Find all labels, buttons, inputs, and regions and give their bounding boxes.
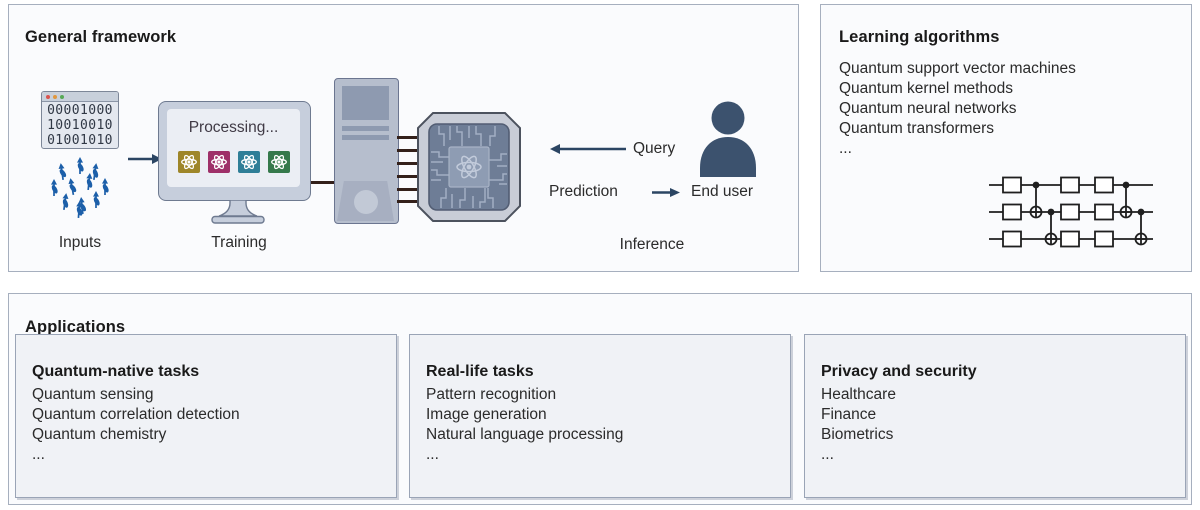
window-dot-orange-icon	[53, 94, 57, 99]
arrow-right-icon	[128, 154, 162, 164]
quantum-chip-icon	[417, 112, 521, 222]
list-item: Quantum sensing	[32, 386, 154, 403]
atom-icon	[207, 151, 230, 173]
processing-text: Processing...	[188, 119, 279, 136]
privacy-security-box: Privacy and security Healthcare Finance …	[804, 334, 1186, 498]
general-framework-panel: General framework 00001000 10010010 0100…	[8, 4, 799, 272]
inference-label: Inference	[619, 236, 685, 253]
box-list: Quantum sensing Quantum correlation dete…	[32, 385, 240, 465]
list-item: Quantum kernel methods	[839, 80, 1014, 97]
real-life-tasks-box: Real-life tasks Pattern recognition Imag…	[409, 334, 791, 498]
list-item: Quantum chemistry	[32, 426, 167, 443]
binary-line: 10010010	[47, 118, 113, 133]
algorithms-list: Quantum support vector machines Quantum …	[839, 59, 1076, 159]
general-framework-title: General framework	[25, 27, 177, 46]
binary-text: 00001000 10010010 01001010	[42, 102, 118, 148]
list-item: Quantum neural networks	[839, 100, 1017, 117]
tower-slot	[342, 135, 389, 140]
tower-power-button	[354, 190, 378, 214]
query-label: Query	[633, 140, 676, 157]
end-user-label: End user	[691, 183, 754, 200]
computer-tower	[334, 78, 399, 224]
list-item: Biometrics	[821, 426, 894, 443]
list-item: Quantum transformers	[839, 120, 995, 137]
binary-data-window: 00001000 10010010 01001010	[41, 91, 119, 149]
list-item: Pattern recognition	[426, 386, 557, 403]
window-dot-green-icon	[60, 94, 64, 99]
list-item: ...	[426, 446, 439, 463]
box-list: Pattern recognition Image generation Nat…	[426, 385, 623, 465]
training-label: Training	[211, 234, 267, 251]
arrow-right-icon	[652, 188, 680, 197]
cable	[311, 181, 335, 184]
list-item: Image generation	[426, 406, 547, 423]
atom-icon	[177, 151, 200, 173]
tower-slot	[342, 126, 389, 131]
quantum-circuit-icon	[989, 176, 1153, 248]
list-item: Quantum correlation detection	[32, 406, 240, 423]
list-item: ...	[32, 446, 45, 463]
spin-particles-icon	[49, 157, 110, 219]
list-item: ...	[821, 446, 834, 463]
atom-icon-row	[167, 151, 300, 173]
list-item: Healthcare	[821, 386, 896, 403]
tower-vent-panel	[342, 86, 389, 120]
arrow-left-icon	[550, 144, 626, 154]
box-title: Real-life tasks	[426, 363, 534, 380]
monitor: Processing...	[158, 101, 311, 201]
window-titlebar	[42, 92, 118, 102]
list-item: ...	[839, 140, 852, 157]
binary-line: 00001000	[47, 103, 113, 118]
monitor-stand	[211, 200, 265, 224]
learning-algorithms-title: Learning algorithms	[839, 27, 1000, 46]
person-icon	[700, 101, 756, 177]
list-item: Finance	[821, 406, 877, 423]
atom-icon	[267, 151, 290, 173]
monitor-screen: Processing...	[167, 109, 300, 187]
inputs-label: Inputs	[58, 234, 102, 251]
list-item: Quantum support vector machines	[839, 60, 1076, 77]
prediction-label: Prediction	[549, 183, 618, 200]
atom-icon	[237, 151, 260, 173]
list-item: Natural language processing	[426, 426, 624, 443]
quantum-native-tasks-box: Quantum-native tasks Quantum sensing Qua…	[15, 334, 397, 498]
box-title: Quantum-native tasks	[32, 363, 200, 380]
learning-algorithms-panel: Learning algorithms Quantum support vect…	[820, 4, 1192, 272]
tower-base-panel	[337, 181, 394, 221]
binary-line: 01001010	[47, 133, 113, 148]
box-title: Privacy and security	[821, 363, 977, 380]
window-dot-red-icon	[46, 94, 50, 99]
box-list: Healthcare Finance Biometrics ...	[821, 385, 896, 465]
applications-panel: Applications Quantum-native tasks Quantu…	[8, 293, 1192, 505]
applications-title: Applications	[25, 317, 126, 336]
